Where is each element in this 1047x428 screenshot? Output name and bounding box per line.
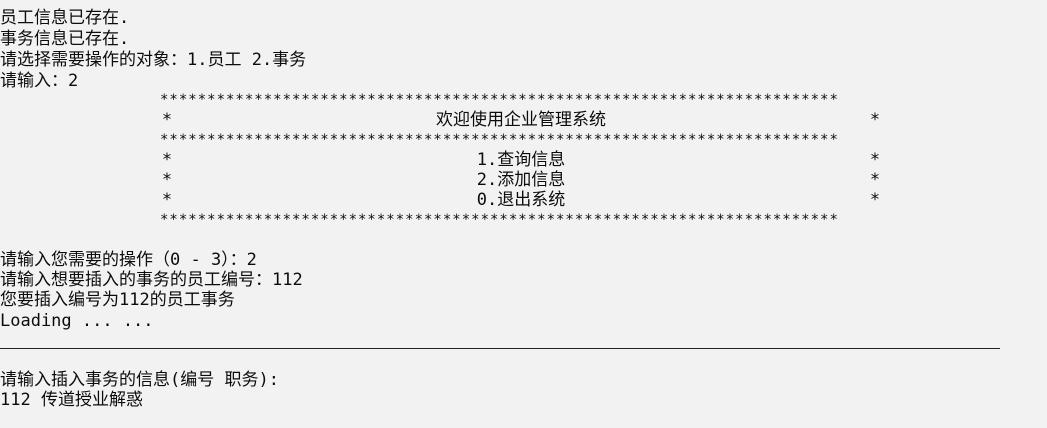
menu-edge: * — [869, 170, 881, 190]
output-line: 请选择需要操作的对象：1.员工 2.事务 — [0, 50, 307, 70]
output-line: 请输入：2 — [0, 71, 79, 91]
output-line: 员工信息已存在. — [0, 8, 130, 28]
menu-edge: * — [869, 190, 881, 210]
menu-item: * 0.退出系统 * — [160, 190, 882, 210]
menu-border: ****************************************… — [160, 132, 839, 148]
menu-item-query: 1.查询信息 — [476, 150, 566, 170]
menu-border: ****************************************… — [160, 212, 839, 228]
menu-edge: * — [161, 190, 173, 210]
output-line: 事务信息已存在. — [0, 29, 130, 49]
output-line: Loading ... ... — [0, 311, 154, 331]
output-line: 请输入您需要的操作（0 - 3）：2 — [0, 250, 257, 270]
menu-edge: * — [869, 110, 881, 130]
output-line: 请输入想要插入的事务的员工编号：112 — [0, 270, 303, 290]
divider — [0, 348, 1000, 349]
menu-edge: * — [161, 170, 173, 190]
output-line: 您要插入编号为112的员工事务 — [0, 290, 235, 310]
prompt-line: 请输入插入事务的信息(编号 职务): — [0, 370, 279, 390]
menu-item-add: 2.添加信息 — [476, 170, 566, 190]
menu-edge: * — [869, 150, 881, 170]
menu-border: ****************************************… — [160, 92, 839, 108]
menu-title-row: * 欢迎使用企业管理系统 * — [160, 110, 882, 130]
menu-edge: * — [161, 150, 173, 170]
menu-title: 欢迎使用企业管理系统 — [436, 110, 606, 130]
input-line[interactable]: 112 传道授业解惑 — [0, 390, 143, 410]
menu-edge: * — [161, 110, 173, 130]
menu-item-exit: 0.退出系统 — [476, 190, 566, 210]
menu-item: * 1.查询信息 * — [160, 150, 882, 170]
menu-item: * 2.添加信息 * — [160, 170, 882, 190]
